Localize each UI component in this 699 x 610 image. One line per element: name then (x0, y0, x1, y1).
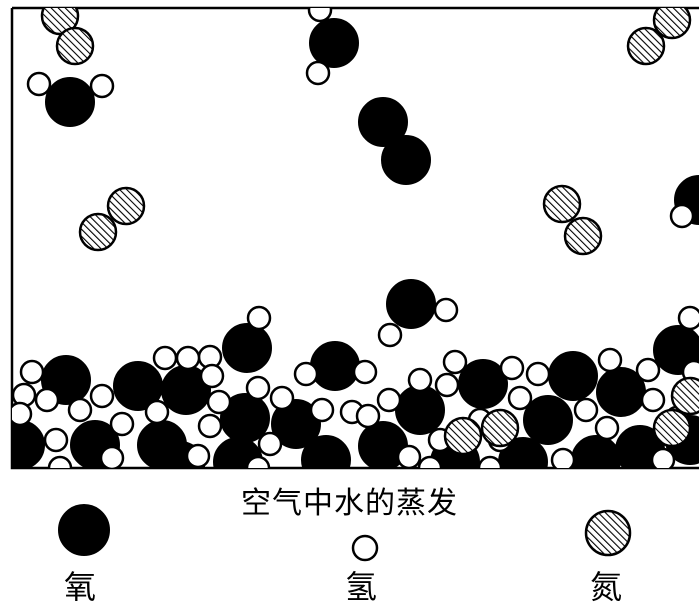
water-hydrogen-atom (293, 361, 319, 387)
hydrogen-atom (89, 73, 115, 99)
nitrogen-atom (563, 216, 603, 256)
legend-label-hydrogen: 氢 (345, 568, 378, 606)
hydrogen-atom (26, 71, 52, 97)
water-hydrogen-atom (417, 455, 443, 468)
water-oxygen-atom (395, 385, 445, 435)
water-oxygen-atom (548, 351, 598, 401)
water-hydrogen-atom (573, 397, 599, 423)
water-oxygen-atom (12, 420, 45, 468)
water-hydrogen-atom (407, 367, 433, 393)
legend-oxygen-atom (58, 504, 110, 556)
water-hydrogen-atom (89, 383, 115, 409)
legend-hydrogen-atom (351, 534, 379, 562)
water-hydrogen-atom (597, 347, 623, 373)
water-hydrogen-atom (67, 397, 93, 423)
water-hydrogen-atom (34, 387, 60, 413)
dissolved-nitrogen-atom (443, 416, 483, 456)
water-hydrogen-atom (650, 447, 676, 468)
water-hydrogen-atom (434, 372, 460, 398)
nitrogen-atom (542, 184, 582, 224)
dissolved-nitrogen-atom (652, 408, 692, 448)
water-hydrogen-atom (245, 375, 271, 401)
water-hydrogen-atom (352, 359, 378, 385)
oxygen-atom (309, 18, 359, 68)
water-hydrogen-atom (477, 455, 503, 468)
oxygen-atom (222, 323, 272, 373)
hydrogen-atom (307, 8, 333, 23)
water-hydrogen-atom (43, 427, 69, 453)
water-hydrogen-atom (355, 403, 381, 429)
water-hydrogen-atom (175, 345, 201, 371)
water-hydrogen-atom (19, 359, 45, 385)
hydrogen-atom (433, 297, 459, 323)
water-hydrogen-atom (99, 445, 125, 468)
water-hydrogen-atom (507, 385, 533, 411)
nitrogen-atom (626, 26, 666, 66)
water-hydrogen-atom (269, 385, 295, 411)
water-oxygen-atom (310, 341, 360, 391)
water-hydrogen-atom (442, 349, 468, 375)
water-oxygen-atom (571, 435, 621, 468)
water-hydrogen-atom (109, 411, 135, 437)
water-hydrogen-atom (635, 357, 661, 383)
hydrogen-atom (246, 305, 272, 331)
water-oxygen-atom (271, 399, 321, 449)
water-hydrogen-atom (396, 444, 422, 468)
water-layer (12, 341, 699, 468)
water-hydrogen-atom (199, 363, 225, 389)
water-hydrogen-atom (257, 431, 283, 457)
oxygen-atom (381, 135, 431, 185)
dissolved-nitrogen-atom (480, 408, 520, 448)
nitrogen-atom (652, 8, 692, 40)
air-molecules (26, 8, 699, 375)
water-hydrogen-atom (206, 389, 232, 415)
water-hydrogen-atom (12, 401, 33, 427)
hydrogen-atom (669, 203, 695, 229)
water-hydrogen-atom (594, 415, 620, 441)
hydrogen-atom (677, 305, 699, 331)
legend-nitrogen-atom (584, 509, 632, 557)
water-hydrogen-atom (197, 413, 223, 439)
nitrogen-atom (55, 26, 95, 66)
water-hydrogen-atom (376, 387, 402, 413)
water-hydrogen-atom (47, 455, 73, 468)
water-hydrogen-atom (245, 455, 271, 468)
water-hydrogen-atom (499, 355, 525, 381)
nitrogen-atom (78, 212, 118, 252)
oxygen-atom (386, 279, 436, 329)
hydrogen-atom (305, 60, 331, 86)
water-oxygen-atom (301, 435, 351, 468)
oxygen-atom (45, 77, 95, 127)
oxygen-atom (358, 97, 408, 147)
water-hydrogen-atom (309, 397, 335, 423)
diagram-caption: 空气中水的蒸发 (241, 486, 458, 521)
water-hydrogen-atom (550, 447, 576, 468)
water-hydrogen-atom (640, 387, 666, 413)
dissolved-nitrogen-atom (670, 376, 699, 416)
water-hydrogen-atom (185, 443, 211, 468)
water-hydrogen-atom (152, 345, 178, 371)
legend-label-oxygen: 氧 (64, 568, 97, 606)
hydrogen-atom (377, 322, 403, 348)
water-hydrogen-atom (525, 361, 551, 387)
water-oxygen-atom (523, 395, 573, 445)
legend-label-nitrogen: 氮 (590, 568, 623, 606)
water-hydrogen-atom (144, 399, 170, 425)
nitrogen-atom (106, 186, 146, 226)
